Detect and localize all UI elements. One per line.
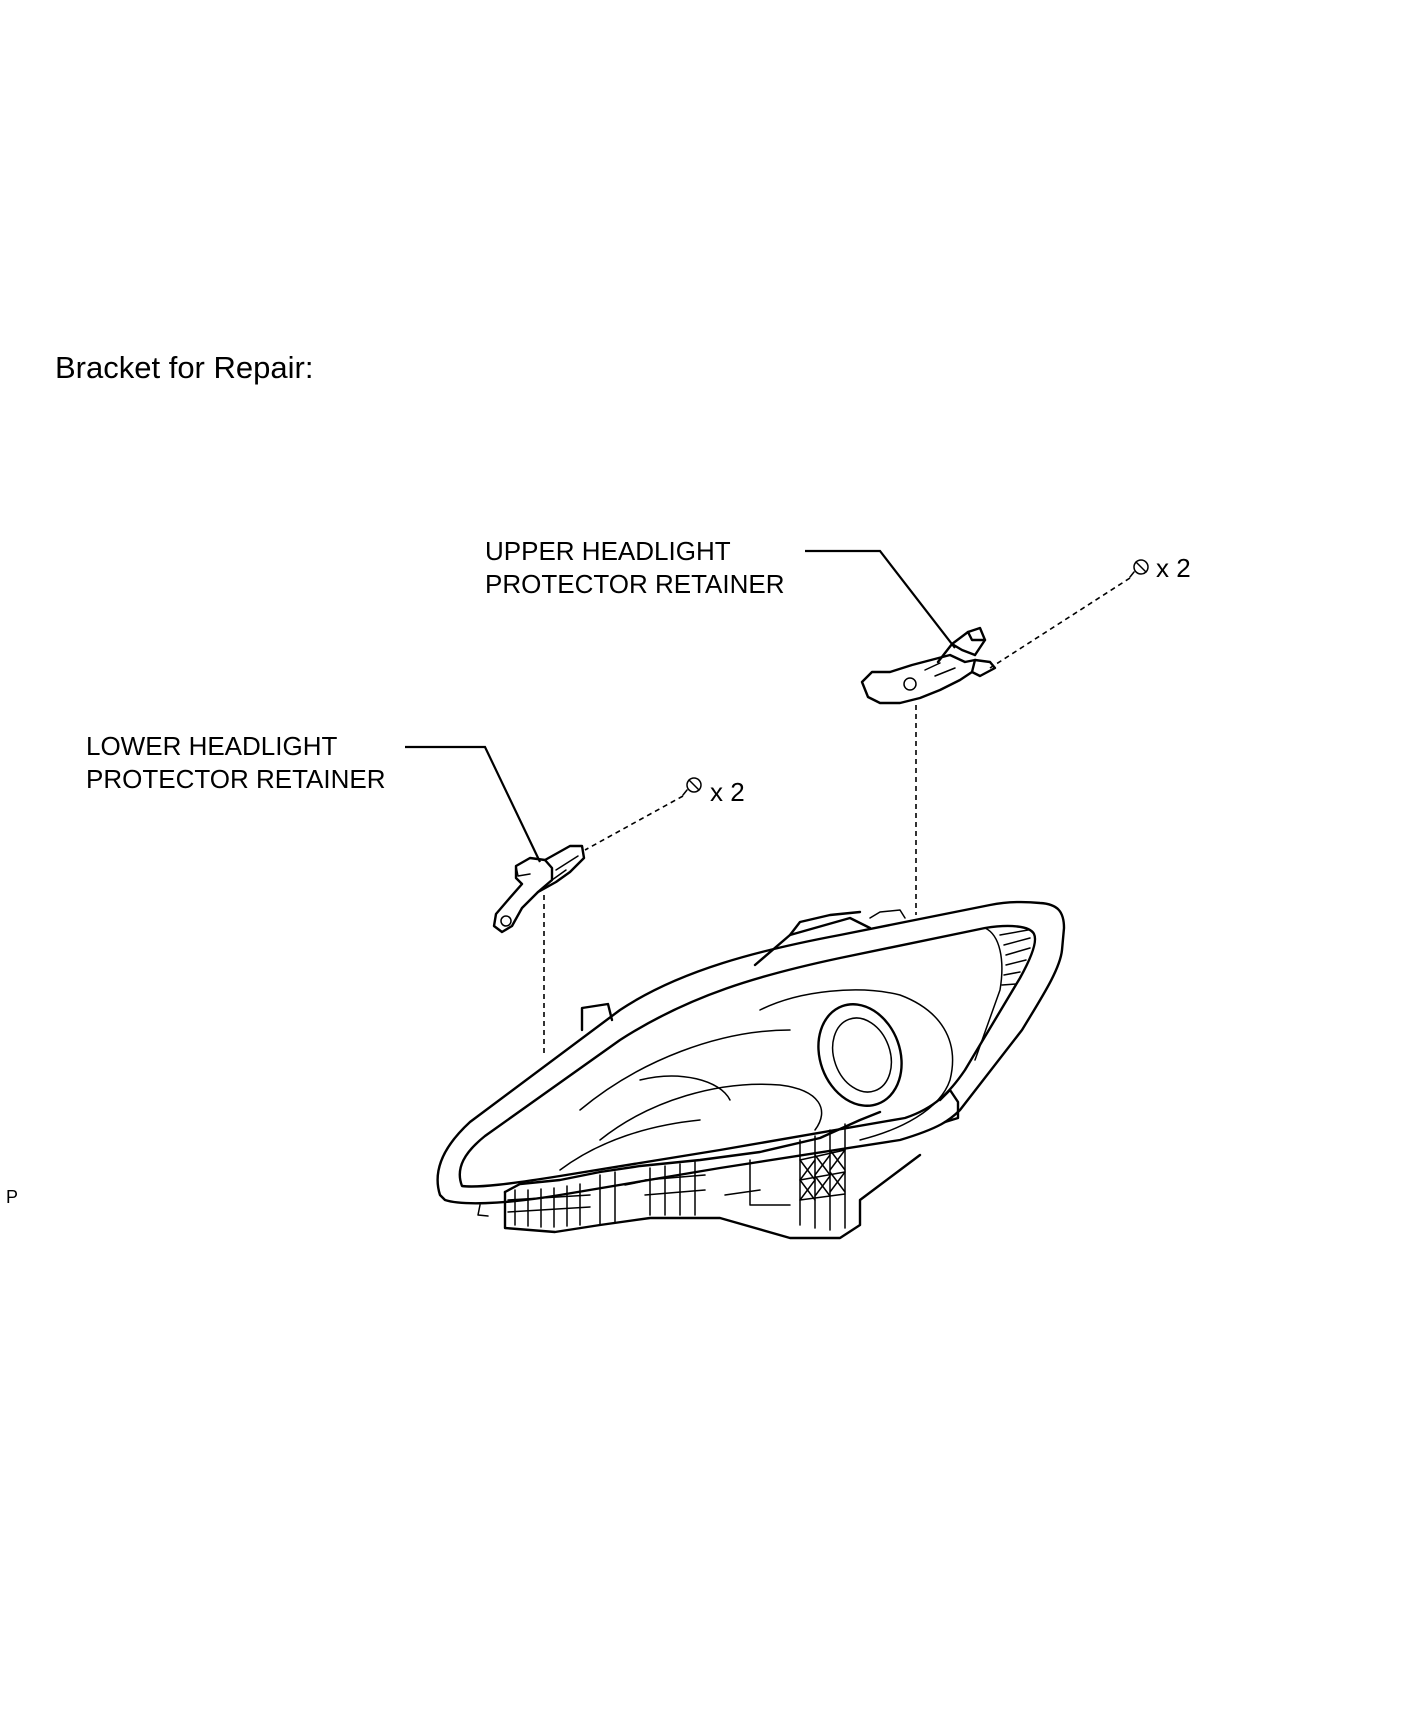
page-title: Bracket for Repair:	[55, 350, 313, 385]
upper-screw-alignment-line	[989, 577, 1131, 669]
lower-retainer-leader-line	[405, 745, 541, 863]
lower-retainer-label-line1: LOWER HEADLIGHT	[86, 731, 337, 761]
lower-retainer-label-line2: PROTECTOR RETAINER	[86, 764, 386, 794]
upper-screw-icon	[1129, 559, 1149, 578]
corner-mark: P	[6, 1187, 18, 1207]
headlight-assembly-drawing	[436, 900, 1066, 1240]
upper-retainer-label-line2: PROTECTOR RETAINER	[485, 569, 785, 599]
upper-retainer-label-line1: UPPER HEADLIGHT	[485, 536, 731, 566]
lower-screw-alignment-line	[584, 795, 684, 851]
lower-screw-quantity: x 2	[710, 777, 745, 807]
upper-headlight-protector-retainer	[860, 626, 997, 705]
lower-screw-icon	[682, 777, 702, 796]
upper-retainer-leader-line	[805, 549, 956, 649]
upper-screw-quantity: x 2	[1156, 553, 1191, 583]
lower-headlight-protector-retainer	[492, 844, 586, 934]
